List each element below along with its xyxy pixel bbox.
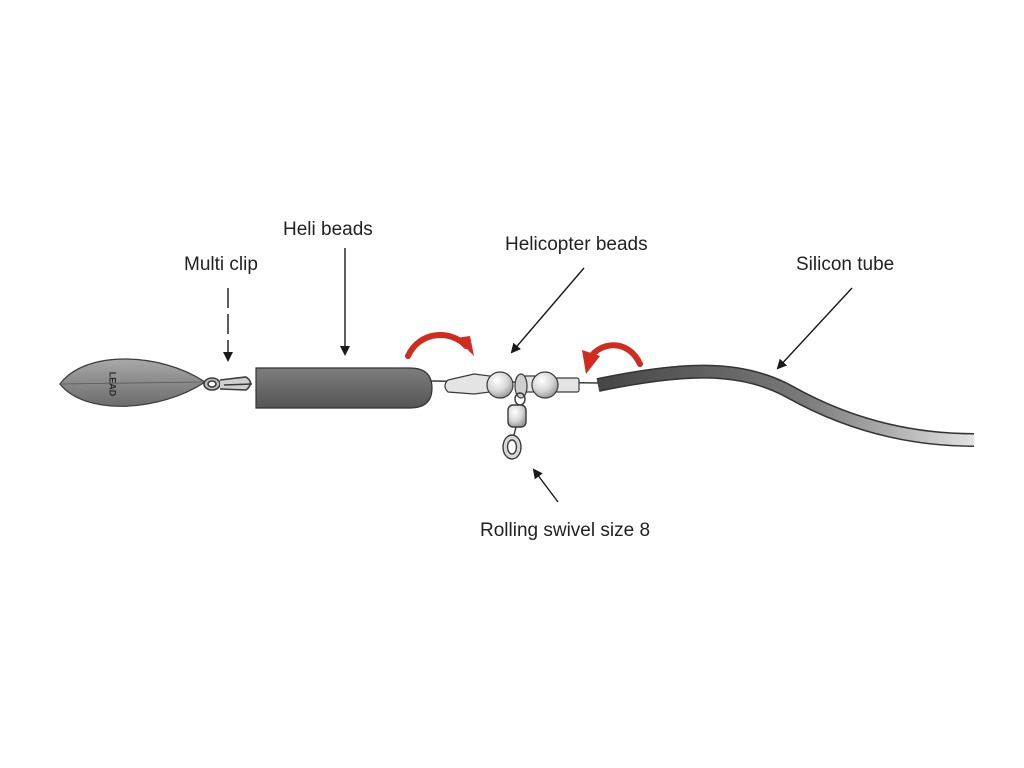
- silicon-tube: [596, 364, 975, 447]
- heli-sleeve: [255, 367, 433, 409]
- helicopter-beads: [444, 371, 580, 399]
- multi-clip: [203, 376, 253, 391]
- pointer-silicon-tube: [776, 287, 853, 370]
- label-silicon-tube: Silicon tube: [796, 254, 894, 275]
- label-rolling-swivel: Rolling swivel size 8: [480, 520, 650, 541]
- label-multi-clip: Multi clip: [184, 254, 258, 275]
- rolling-swivel: [502, 392, 527, 460]
- label-helicopter-beads: Helicopter beads: [505, 234, 648, 255]
- label-heli-beads: Heli beads: [283, 219, 373, 240]
- pointer-helicopter-beads: [510, 267, 585, 354]
- lead-weight: LEAD: [59, 358, 207, 407]
- pointer-rolling-swivel: [532, 468, 559, 503]
- lead-stamp: LEAD: [108, 372, 118, 397]
- red-arrow-right: [582, 342, 643, 374]
- red-arrow-left: [405, 332, 474, 359]
